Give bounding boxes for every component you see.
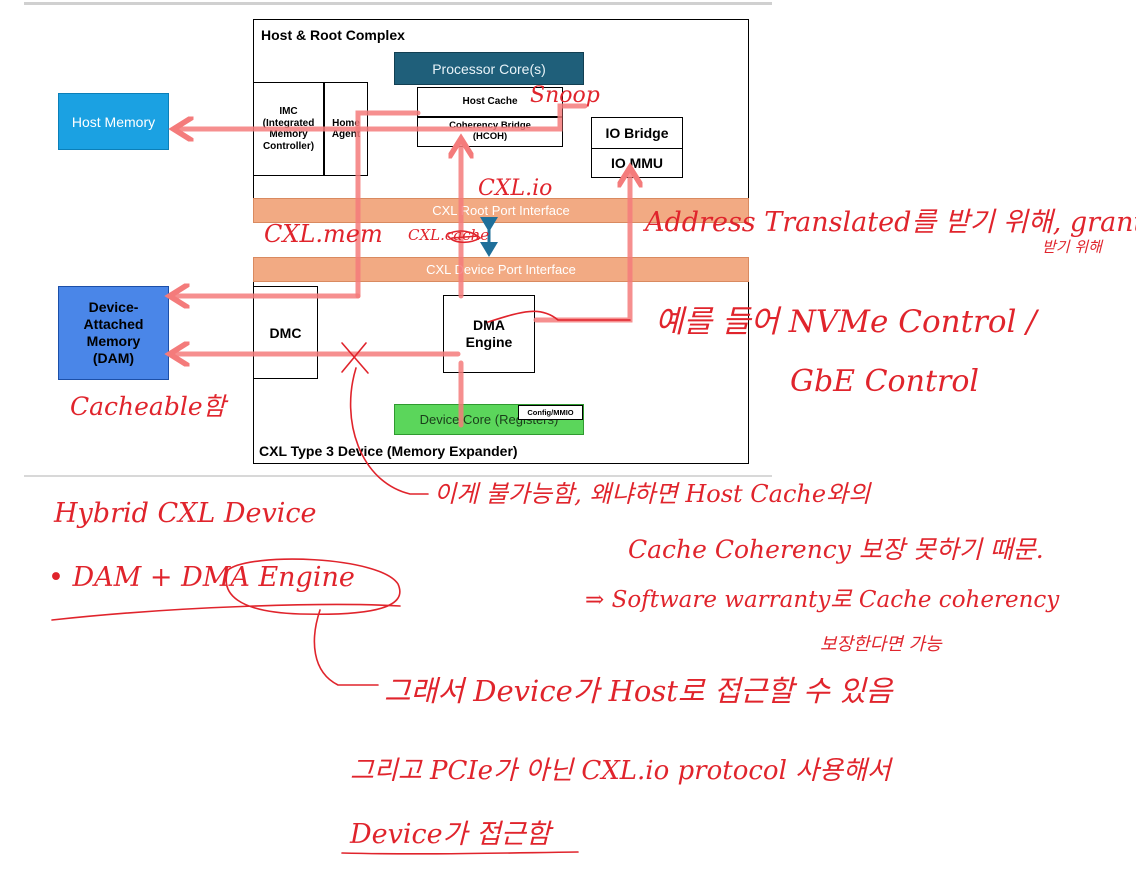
host-cache-box: Host Cache [417, 87, 563, 117]
ink-underline-device [341, 851, 579, 855]
note-address-2: 받기 위해 [1042, 238, 1102, 256]
note-impossible: 이게 불가능함, 왜냐하면 Host Cache와의 [434, 480, 871, 508]
diagram-slide: Host & Root Complex Processor Core(s) Ho… [24, 2, 772, 477]
io-bridge-box: IO Bridge [591, 117, 683, 149]
config-mmio-box: Config/MMIO [518, 405, 583, 420]
note-software: ⇒ Software warranty로 Cache coherency [585, 587, 1060, 613]
ink-underline-hybrid [51, 603, 401, 621]
note-gbe: GbE Control [790, 364, 979, 399]
ink-circle-dma [225, 558, 401, 616]
note-cxl-mem: CXL.mem [264, 220, 383, 248]
device-attached-memory-box: Device-Attached Memory (DAM) [58, 286, 169, 380]
note-device-access: Device가 접근함 [350, 819, 551, 850]
note-cxl-cache: CXL.cache [408, 226, 490, 244]
processor-cores-box: Processor Core(s) [394, 52, 584, 85]
cxl-root-port-interface: CXL Root Port Interface [253, 198, 749, 223]
host-memory-box: Host Memory [58, 93, 169, 150]
arrow-home-to-hostmem [176, 103, 588, 129]
note-address-1: Address Translated를 받기 위해, granted [645, 207, 1136, 238]
note-snoop: Snoop [530, 83, 600, 108]
cxl-device-port-interface: CXL Device Port Interface [253, 257, 749, 282]
note-access: 그래서 Device가 Host로 접근할 수 있음 [384, 674, 893, 708]
device-title: CXL Type 3 Device (Memory Expander) [259, 443, 518, 459]
ink-connector-access [313, 609, 379, 686]
note-nvme: 예를 들어 NVMe Control / [655, 304, 1037, 340]
dma-engine-box: DMA Engine [443, 295, 535, 373]
host-root-complex-title: Host & Root Complex [261, 27, 405, 43]
ink-scribble [447, 230, 482, 244]
ink-cacheable-brace [487, 310, 631, 323]
note-cacheable: Cacheable함 [70, 392, 226, 421]
note-hybrid-device: Hybrid CXL Device [54, 498, 317, 529]
note-dam-dma: • DAM + DMA Engine [48, 562, 355, 593]
ink-cross [341, 342, 369, 374]
arrow-device-to-hostmem [355, 110, 421, 299]
note-coherency: Cache Coherency 보장 못하기 때문. [628, 535, 1044, 564]
dmc-box: DMC [253, 286, 318, 379]
ink-curve-impossible [349, 367, 429, 495]
note-possible: 보장한다면 가능 [820, 634, 942, 655]
note-cxl-io: CXL.io [478, 176, 553, 201]
note-pcie: 그리고 PCIe가 아닌 CXL.io protocol 사용해서 [350, 756, 891, 786]
